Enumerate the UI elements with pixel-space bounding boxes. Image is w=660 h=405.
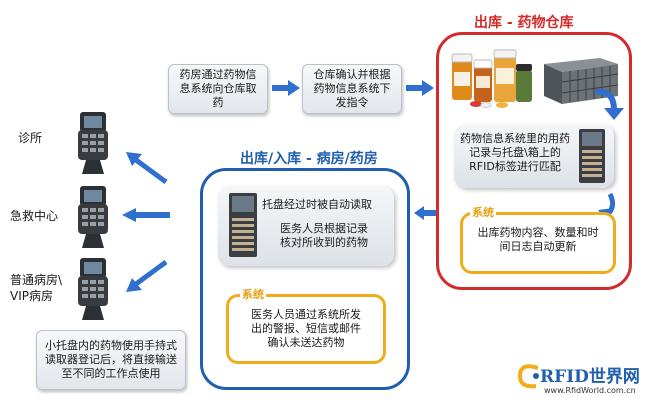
ward-system-text: 医务人员通过系统所发出的警报、短信或邮件确认未送达药物 (251, 308, 361, 349)
warehouse-system-label: 系统 (470, 204, 496, 220)
step1-to-step2-arrow-icon (272, 80, 300, 96)
logo-text: RFID世界网 (540, 367, 640, 387)
ward-rfid-reader-image (229, 193, 257, 257)
rfidworld-logo: RFID世界网 www.RfidWorld.com.cn (516, 360, 656, 402)
ward-panel-line1: 托盘经过时被自动读取 (262, 198, 372, 211)
to-ward-arrow-icon (126, 260, 168, 292)
destination-ward: 普通病房\ VIP病房 (10, 273, 63, 303)
handheld-reader-icon (78, 258, 108, 320)
step2-warehouse-confirm-box: 仓库确认并根据药物信息系统下发指令 (302, 64, 402, 114)
to-emergency-arrow-icon (122, 208, 170, 222)
ward-system-frame (226, 294, 386, 364)
ward-panel-line2: 医务人员根据记录核对所收到的药物 (280, 222, 368, 249)
rfid-reader-image (579, 129, 605, 183)
to-clinic-arrow-icon (126, 152, 168, 184)
handheld-reader-icon (78, 186, 108, 248)
ward-system-label: 系统 (240, 286, 266, 302)
step2-to-warehouse-arrow-icon (406, 80, 434, 96)
warehouse-system-text: 出库药物内容、数量和时间日志自动更新 (477, 226, 599, 253)
destination-emergency: 急救中心 (10, 209, 59, 223)
handheld-reader-icon (78, 112, 108, 174)
logo-swirl-icon (517, 364, 539, 389)
logo-url: www.RfidWorld.com.cn (544, 386, 636, 395)
warehouse-matching-text: 药物信息系统里的用药记录与托盘\箱上的RFID标签进行匹配 (460, 132, 570, 173)
warehouse-system-frame (460, 212, 616, 274)
step1-text: 药房通过药物信息系统向仓库取药 (179, 68, 257, 109)
medicine-bottles-image (451, 49, 532, 108)
handheld-note-box: 小托盘内的药物使用手持式读取器登记后，将直接输送至不同的工作点使用 (36, 330, 186, 390)
warehouse-title: 出库 - 药物仓库 (470, 12, 578, 32)
handheld-note-text: 小托盘内的药物使用手持式读取器登记后，将直接输送至不同的工作点使用 (45, 339, 177, 380)
step2-text: 仓库确认并根据药物信息系统下发指令 (313, 68, 391, 109)
destination-clinic: 诊所 (18, 131, 43, 145)
warehouse-to-ward-arrow-icon (414, 206, 436, 220)
step1-pharmacy-request-box: 药房通过药物信息系统向仓库取药 (168, 64, 268, 114)
curved-arrow-icon (595, 88, 624, 120)
ward-title: 出库/入库 - 病房/药房 (236, 148, 382, 168)
